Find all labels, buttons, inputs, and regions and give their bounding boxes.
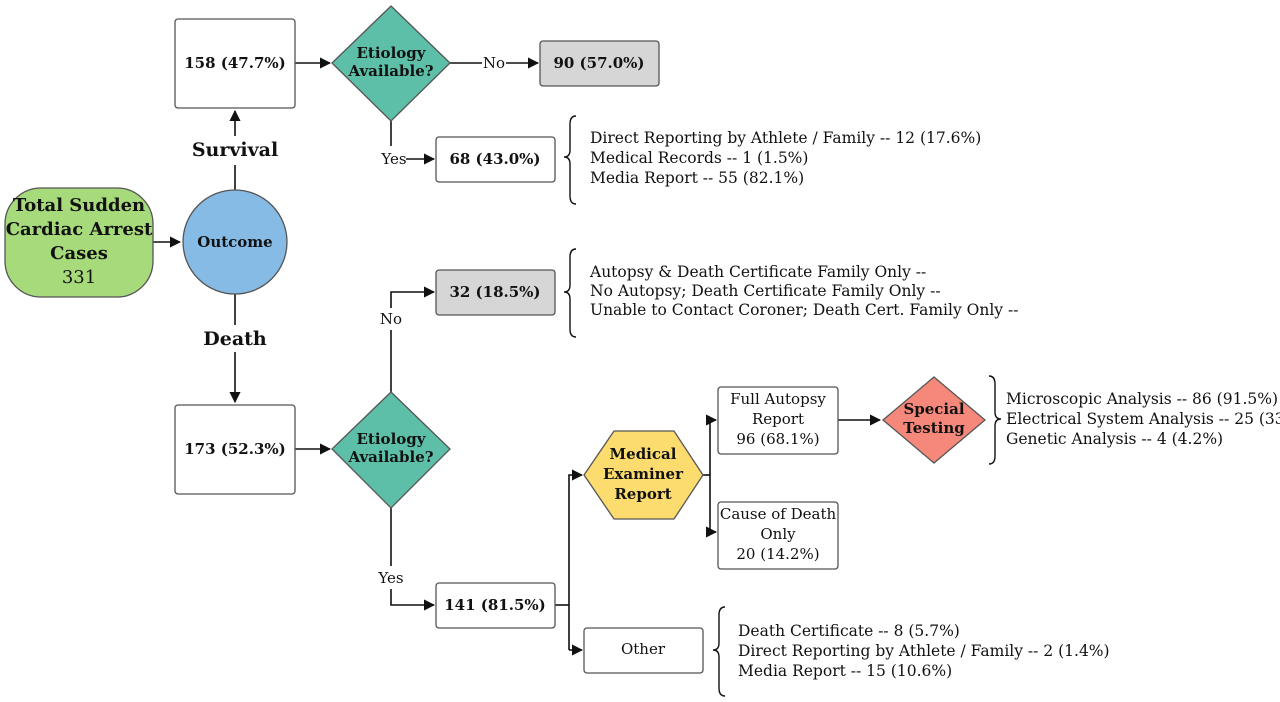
connectors [152, 57, 882, 656]
braces [563, 115, 1002, 697]
other-source-2: Direct Reporting by Athlete / Family -- … [738, 642, 1110, 660]
survival-yes-source-3: Media Report -- 55 (82.1%) [590, 169, 804, 187]
death-no-count: 32 (18.5%) [449, 283, 540, 301]
survival-yes-sources-list: Direct Reporting by Athlete / Family -- … [590, 129, 981, 187]
special-testing-results-list: Microscopic Analysis -- 86 (91.5%) Elect… [1006, 390, 1280, 448]
outcome-label: Outcome [197, 233, 272, 251]
etiology-death-line-2: Available? [347, 448, 433, 466]
survival-no-node: 90 (57.0%) [539, 40, 660, 87]
other-source-1: Death Certificate -- 8 (5.7%) [738, 622, 960, 640]
special-result-2: Electrical System Analysis -- 25 (33.3%) [1006, 410, 1280, 428]
survival-yes-node: 68 (43.0%) [435, 136, 556, 183]
cause-of-death-line-1: Cause of Death [720, 505, 837, 523]
full-autopsy-node: Full Autopsy Report 96 (68.1%) [717, 386, 839, 455]
death-count-label: 173 (52.3%) [184, 440, 286, 458]
etiology-survival-line-2: Available? [347, 62, 433, 80]
brace-special [988, 375, 1002, 465]
etiology-survival-line-1: Etiology [357, 44, 427, 62]
death-no-source-3: Unable to Contact Coroner; Death Cert. F… [590, 301, 1018, 319]
death-yes-count: 141 (81.5%) [444, 596, 546, 614]
full-autopsy-line-3: 96 (68.1%) [736, 430, 819, 448]
survival-yes-label: Yes [380, 150, 406, 168]
death-yes-label: Yes [377, 569, 403, 587]
other-source-3: Media Report -- 15 (10.6%) [738, 662, 952, 680]
full-autopsy-line-1: Full Autopsy [730, 390, 826, 408]
medical-examiner-line-2: Examiner [603, 465, 684, 483]
brace-survival-yes [563, 115, 577, 205]
death-no-source-1: Autopsy & Death Certificate Family Only … [589, 263, 926, 281]
survival-yes-count: 68 (43.0%) [449, 150, 540, 168]
special-result-3: Genetic Analysis -- 4 (4.2%) [1006, 430, 1223, 448]
cause-of-death-line-3: 20 (14.2%) [736, 545, 819, 563]
etiology-death-line-1: Etiology [357, 430, 427, 448]
cause-of-death-node: Cause of Death Only 20 (14.2%) [717, 501, 839, 570]
other-label: Other [621, 640, 666, 658]
edge-death-yes-b [390, 589, 436, 611]
medical-examiner-line-3: Report [614, 485, 671, 503]
survival-no-label: No [483, 54, 505, 72]
death-no-label: No [380, 310, 402, 328]
cause-of-death-line-2: Only [760, 525, 796, 543]
death-label: Death [203, 328, 267, 350]
total-line-4: 331 [62, 267, 96, 288]
survival-count-label: 158 (47.7%) [184, 54, 286, 72]
edge-death-no-b [390, 286, 436, 308]
special-testing-line-2: Testing [903, 419, 965, 437]
total-cases-node: Total Sudden Cardiac Arrest Cases 331 [4, 187, 154, 298]
survival-label: Survival [192, 139, 278, 161]
total-line-2: Cardiac Arrest [6, 219, 153, 240]
special-result-1: Microscopic Analysis -- 86 (91.5%) [1006, 390, 1278, 408]
edge-labels: Survival Death No Yes No Yes [192, 54, 505, 587]
brace-other [712, 606, 726, 697]
death-count-node: 173 (52.3%) [174, 404, 296, 495]
edge-to-medical-examiner [568, 469, 584, 650]
survival-no-count: 90 (57.0%) [553, 54, 644, 72]
etiology-survival-node: Etiology Available? [331, 5, 451, 122]
medical-examiner-line-1: Medical [610, 445, 677, 463]
etiology-death-node: Etiology Available? [331, 391, 451, 509]
outcome-node: Outcome [182, 189, 288, 295]
other-sources-list: Death Certificate -- 8 (5.7%) Direct Rep… [738, 622, 1110, 680]
death-no-node: 32 (18.5%) [435, 269, 556, 316]
other-node: Other [583, 627, 704, 674]
full-autopsy-line-2: Report [752, 410, 804, 428]
total-line-3: Cases [50, 243, 108, 264]
death-yes-node: 141 (81.5%) [435, 582, 556, 629]
survival-count-node: 158 (47.7%) [174, 18, 296, 109]
special-testing-node: Special Testing [881, 376, 987, 464]
survival-yes-source-1: Direct Reporting by Athlete / Family -- … [590, 129, 981, 147]
medical-examiner-node: Medical Examiner Report [583, 430, 704, 520]
edge-to-full-autopsy [705, 414, 718, 532]
special-testing-line-1: Special [903, 400, 964, 418]
total-line-1: Total Sudden [13, 195, 145, 216]
brace-death-no [563, 248, 577, 338]
death-no-sources-list: Autopsy & Death Certificate Family Only … [589, 263, 1018, 319]
death-no-source-2: No Autopsy; Death Certificate Family Onl… [590, 282, 941, 300]
survival-yes-source-2: Medical Records -- 1 (1.5%) [590, 149, 808, 167]
